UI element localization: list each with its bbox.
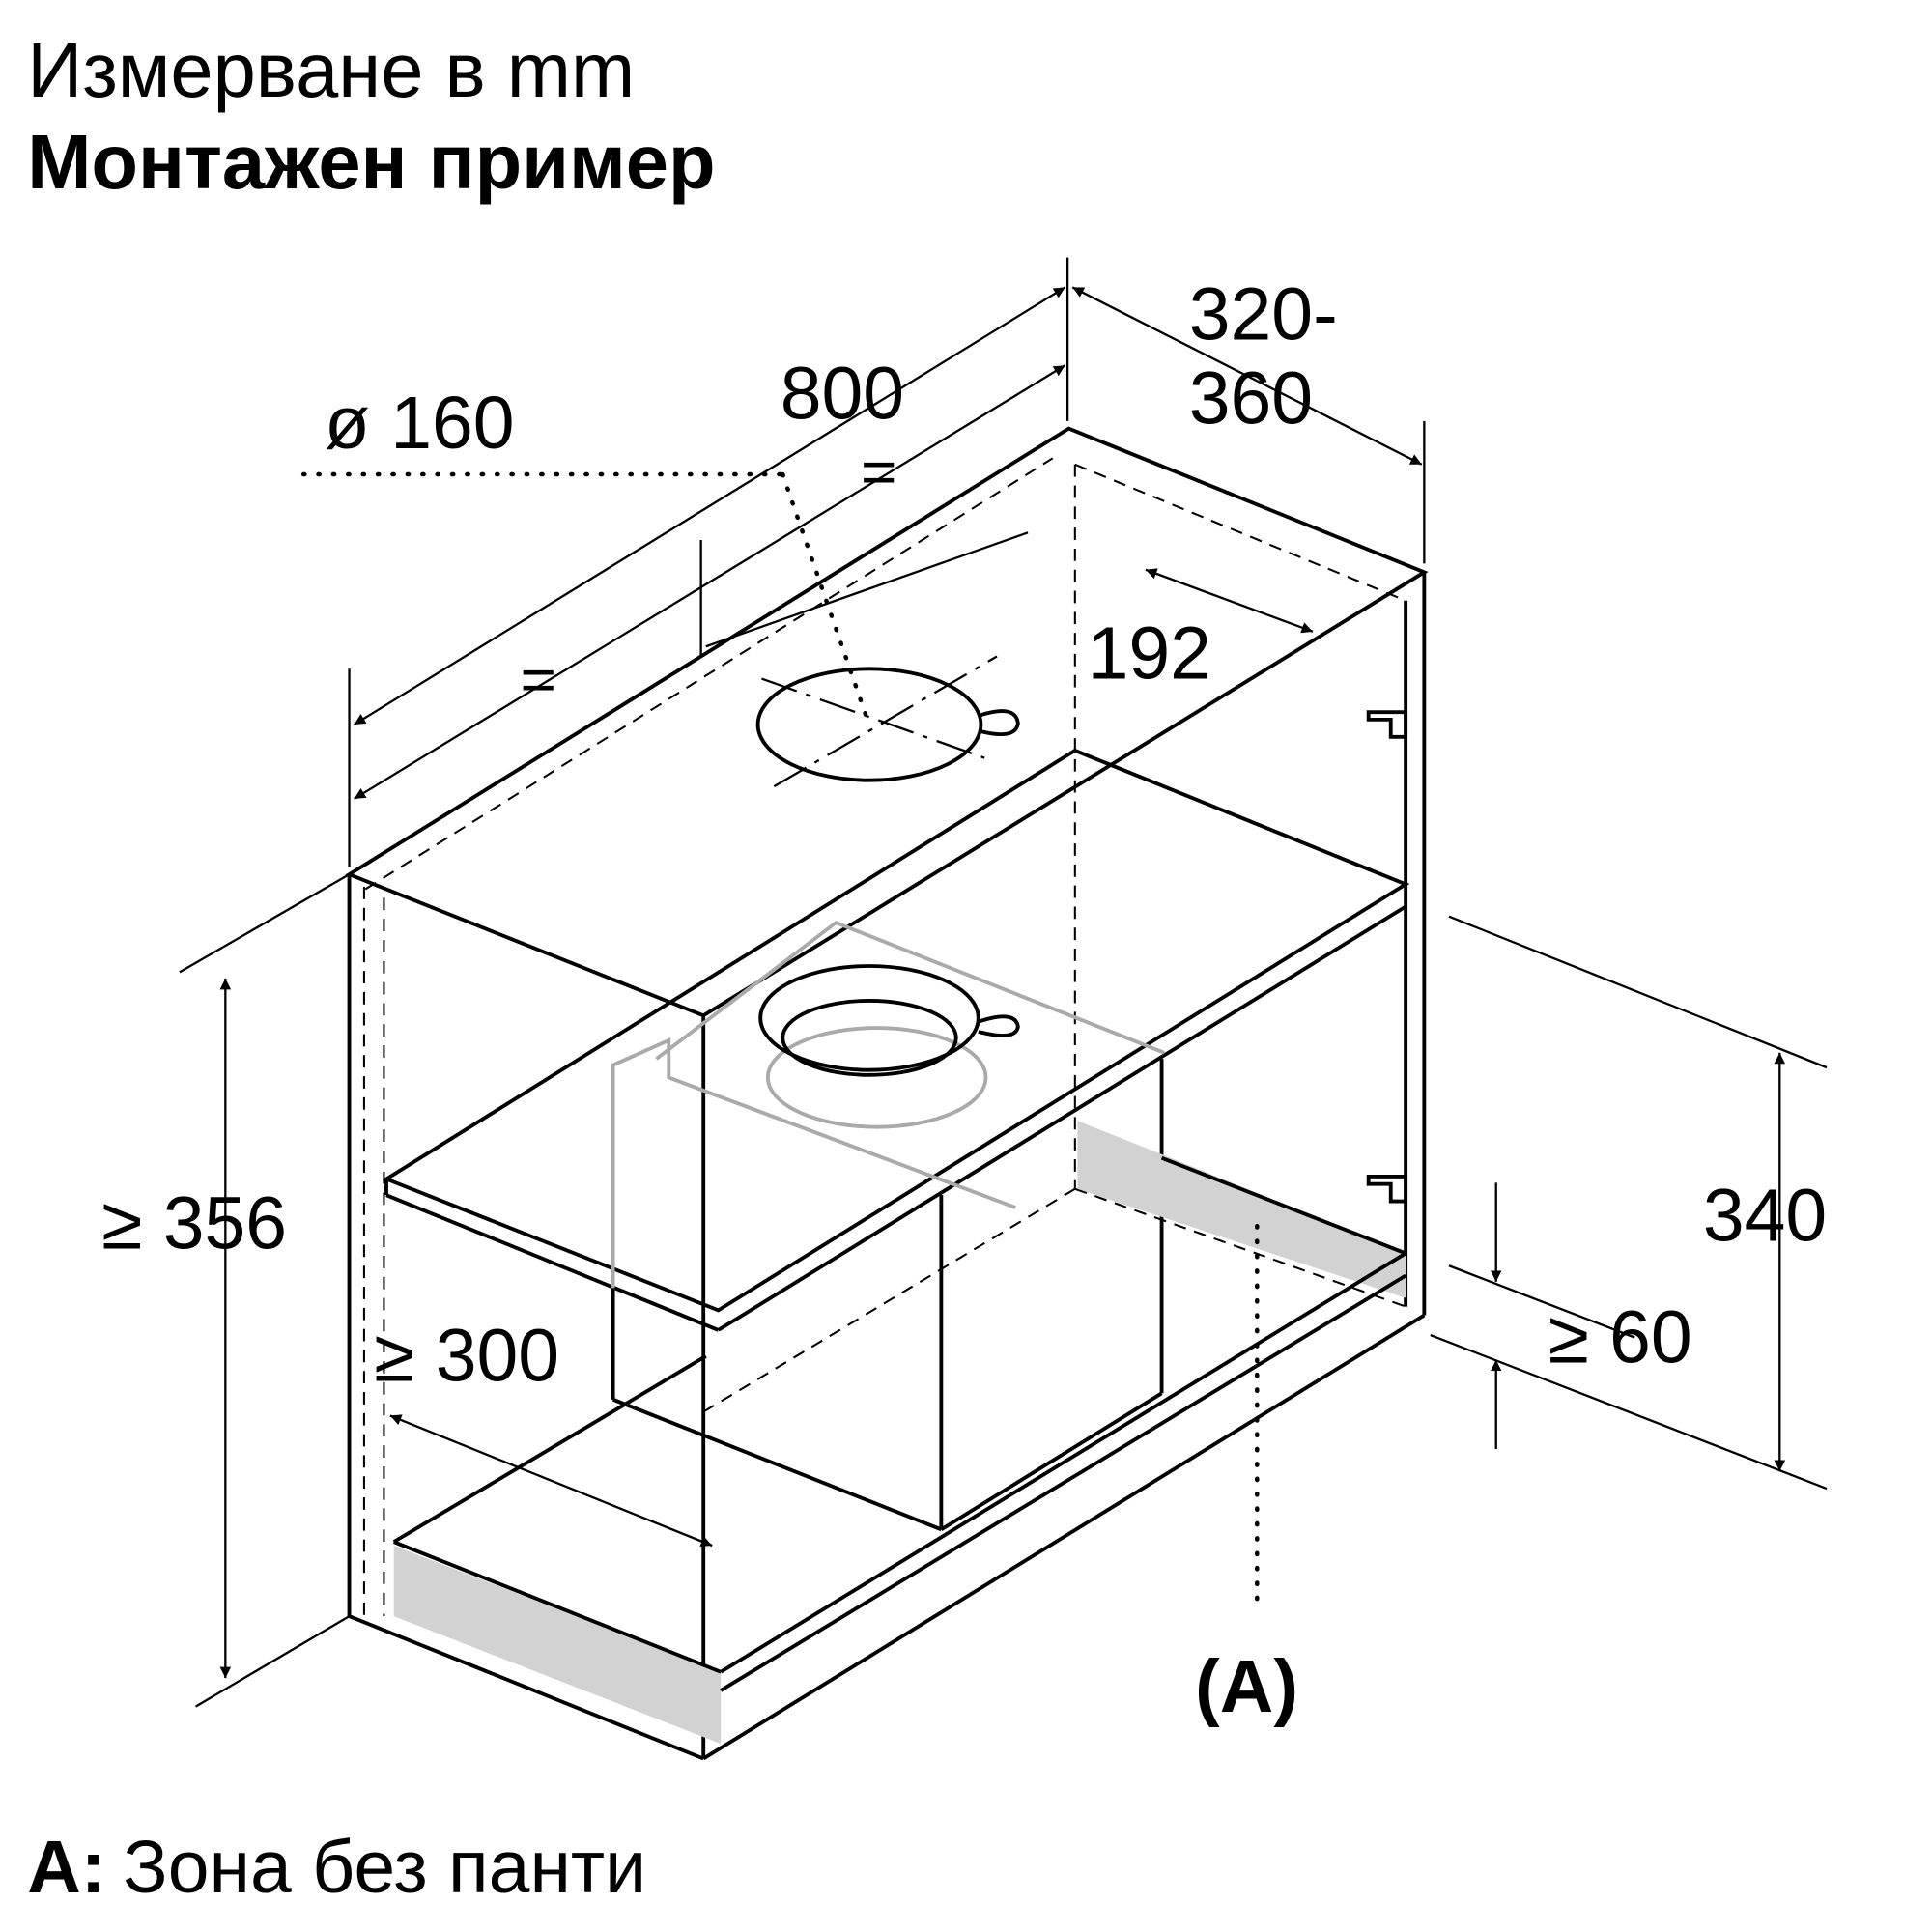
- label-hood-height: 340: [1703, 1175, 1827, 1258]
- hinge-icon: [1366, 710, 1408, 1204]
- label-depth-2: 360: [1189, 356, 1313, 440]
- shelf: [382, 748, 1410, 1332]
- dimension-lines: [179, 257, 1828, 1708]
- label-width: 800: [781, 352, 904, 435]
- label-diameter: ø 160: [325, 382, 515, 465]
- top-duct-cutout: [755, 655, 1020, 788]
- hood: [392, 920, 1407, 1745]
- zone-a-marker: (A): [1195, 1645, 1298, 1728]
- label-depth-1: 320-: [1189, 272, 1338, 355]
- title-example: Монтажен пример: [27, 119, 715, 205]
- label-equal-left: =: [520, 645, 555, 715]
- title-units: Измерване в mm: [27, 27, 635, 113]
- legend-key: A:: [27, 1826, 105, 1909]
- label-cabinet-height: ≥ 356: [101, 1181, 287, 1264]
- label-offset: 192: [1088, 612, 1211, 696]
- legend: A:Зона без панти: [27, 1826, 646, 1909]
- legend-text: Зона без панти: [123, 1826, 646, 1909]
- label-equal-top: =: [861, 437, 896, 506]
- label-bottom-clearance: ≥ 60: [1548, 1295, 1692, 1378]
- label-inner-width: ≥ 300: [374, 1314, 559, 1397]
